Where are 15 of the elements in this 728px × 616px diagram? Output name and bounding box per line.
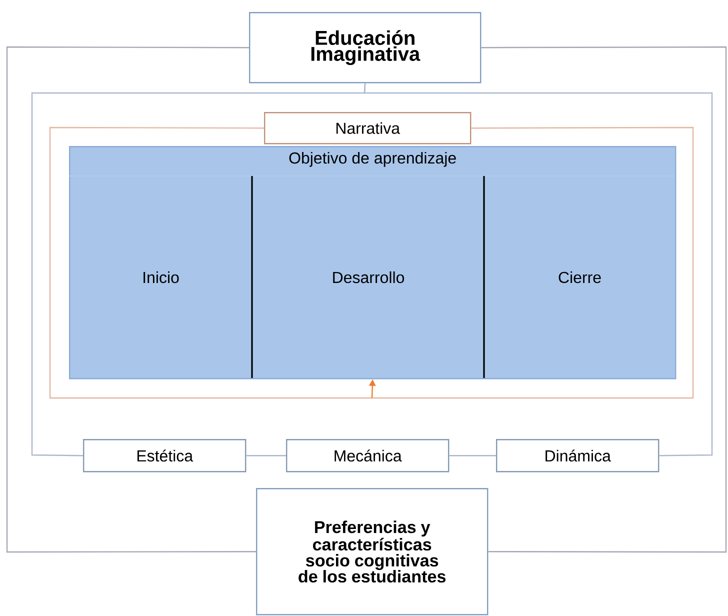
title-box: Preferencias y características socio cognitivas de los estudiantes <box>256 488 488 616</box>
label-box: Narrativa <box>264 112 472 144</box>
column-cell: Inicio <box>144 271 179 284</box>
column-cell: Desarrollo <box>333 271 404 284</box>
label-box: Mecánica <box>286 439 450 472</box>
column-cell: Cierre <box>558 271 601 284</box>
title-box: Educación Imaginativa <box>249 12 482 84</box>
connector <box>6 46 256 553</box>
label-box: Dinámica <box>496 439 660 472</box>
connector <box>481 46 727 553</box>
connector <box>449 454 496 456</box>
connector <box>49 126 694 399</box>
label-box: Estética <box>83 439 246 472</box>
connector <box>364 83 713 456</box>
connector <box>246 454 286 456</box>
